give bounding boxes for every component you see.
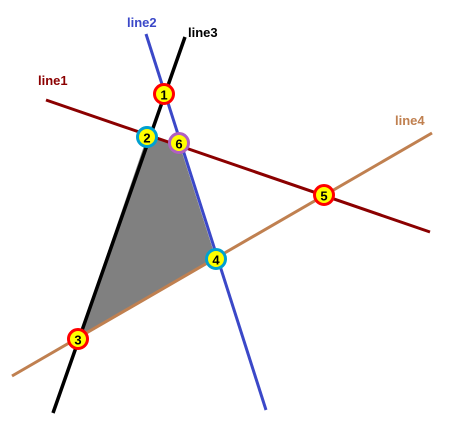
marker-3-label: 3 xyxy=(74,333,81,348)
marker-1-ring xyxy=(153,83,175,105)
intersection-marker-3: 3 xyxy=(67,328,89,350)
intersection-marker-5: 5 xyxy=(313,184,335,206)
line3-label: line3 xyxy=(188,25,218,40)
marker-3-circle xyxy=(68,329,88,349)
marker-4-label: 4 xyxy=(212,253,220,268)
marker-2-label: 2 xyxy=(143,131,150,146)
line4-label: line4 xyxy=(395,113,425,128)
marker-6-label: 6 xyxy=(175,137,182,152)
marker-5-circle xyxy=(314,185,334,205)
intersection-marker-6: 6 xyxy=(168,132,190,154)
marker-1-label: 1 xyxy=(160,88,167,103)
marker-6-circle xyxy=(169,133,189,153)
marker-3-ring xyxy=(67,328,89,350)
marker-2-ring xyxy=(136,126,158,148)
line1-label: line1 xyxy=(38,73,68,88)
intersection-marker-2: 2 xyxy=(136,126,158,148)
intersection-marker-4: 4 xyxy=(205,248,227,270)
marker-6-ring xyxy=(168,132,190,154)
marker-5-label: 5 xyxy=(320,189,327,204)
marker-4-ring xyxy=(205,248,227,270)
marker-5-ring xyxy=(313,184,335,206)
marker-4-circle xyxy=(206,249,226,269)
shaded-triangle-region xyxy=(78,137,216,339)
intersection-marker-1: 1 xyxy=(153,83,175,105)
marker-2-circle xyxy=(137,127,157,147)
line2-label: line2 xyxy=(127,15,157,30)
line1 xyxy=(45,98,431,234)
marker-1-circle xyxy=(154,84,174,104)
